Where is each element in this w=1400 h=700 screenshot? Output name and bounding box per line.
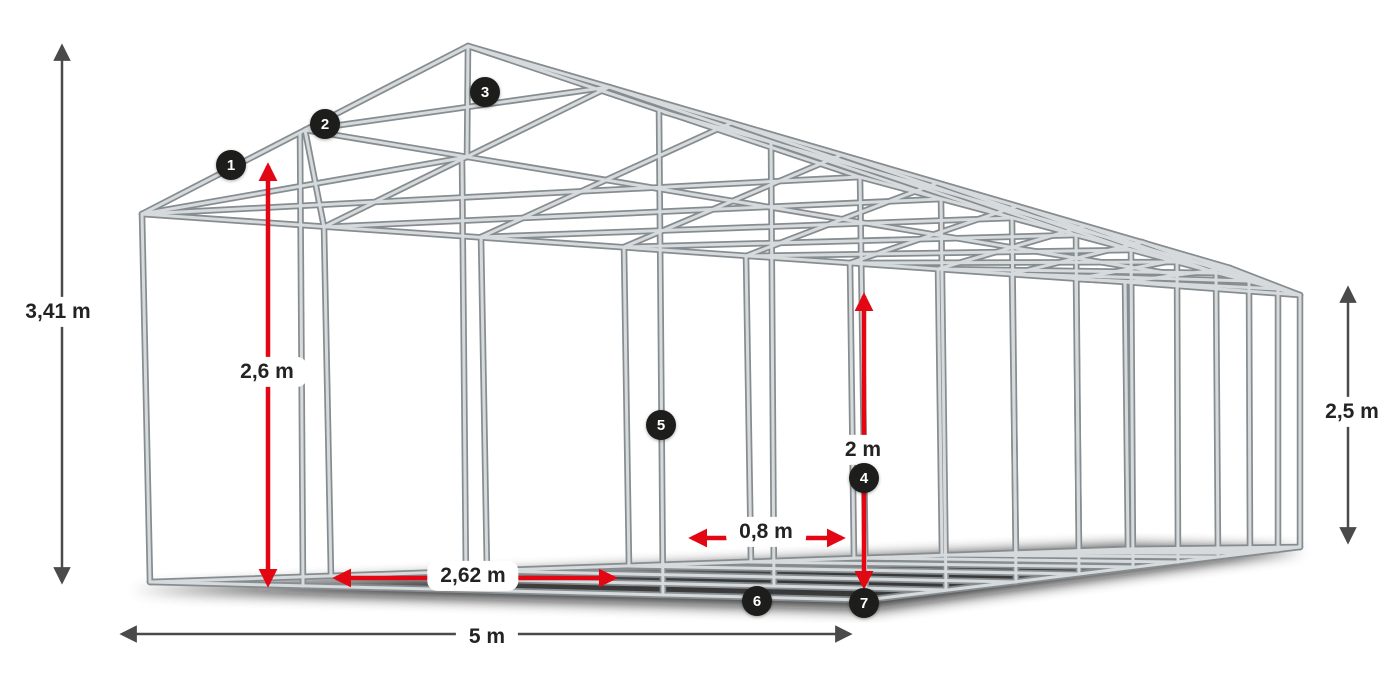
- dimension-label-total-height: 3,41 m: [12, 296, 104, 328]
- part-marker-6[interactable]: 6: [742, 586, 772, 616]
- dimension-label-frame-spacing: 2,62 m: [427, 560, 519, 592]
- dimension-label-width: 5 m: [455, 621, 519, 653]
- part-marker-5[interactable]: 5: [646, 410, 676, 440]
- part-marker-1[interactable]: 1: [216, 150, 246, 180]
- part-marker-3[interactable]: 3: [470, 77, 500, 107]
- part-marker-2[interactable]: 2: [310, 109, 340, 139]
- dimension-label-inner-height: 2,6 m: [227, 356, 307, 388]
- part-marker-7[interactable]: 7: [849, 588, 879, 618]
- dimension-label-entrance-width: 0,8 m: [726, 516, 806, 548]
- dimension-label-side-height: 2,5 m: [1312, 396, 1392, 428]
- part-marker-4[interactable]: 4: [849, 463, 879, 493]
- dimension-label-entrance-height: 2 m: [831, 434, 895, 466]
